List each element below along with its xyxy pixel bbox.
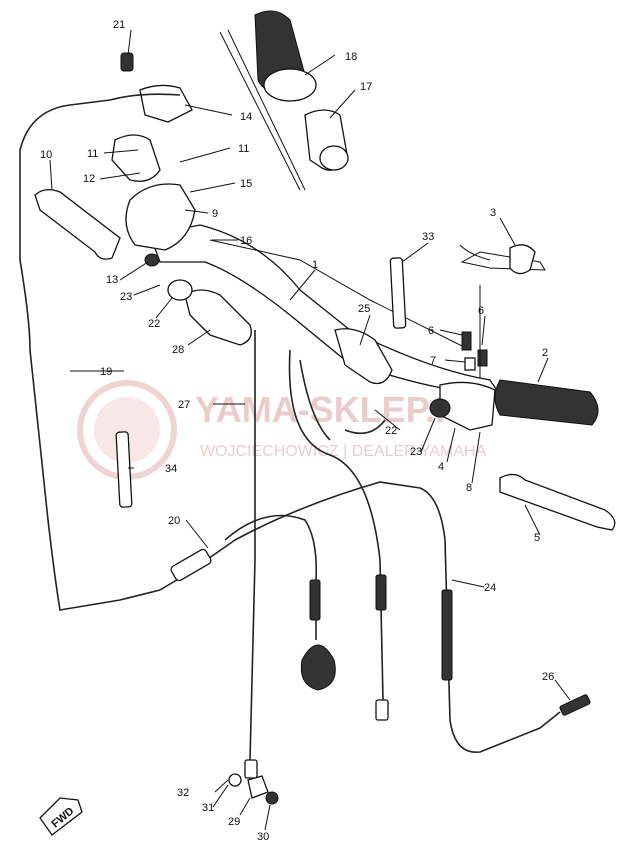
callout-34: 34 [165, 463, 177, 475]
callout-17: 17 [360, 81, 372, 93]
callout-21: 21 [113, 19, 125, 31]
callout-labels: 21 18 17 14 11 11 10 12 15 9 16 3 33 1 1… [40, 19, 554, 843]
callout-leaders [49, 29, 571, 831]
callout-16: 16 [240, 235, 252, 247]
callout-12: 12 [83, 173, 95, 185]
callout-27: 27 [178, 399, 190, 411]
watermark: YAMA-SKLEP.PL WOJCIECHOWICZ | DEALER YAM… [77, 380, 487, 480]
callout-3: 3 [490, 207, 496, 219]
callout-8: 8 [466, 482, 472, 494]
callout-28: 28 [172, 344, 184, 356]
cable-adjuster-20 [170, 548, 212, 582]
callout-31: 31 [202, 802, 214, 814]
callout-4: 4 [438, 461, 444, 473]
callout-32: 32 [177, 787, 189, 799]
callout-6b: 6 [428, 325, 434, 337]
callout-15: 15 [240, 178, 252, 190]
callout-24: 24 [484, 582, 496, 594]
callout-22b: 22 [385, 425, 397, 437]
callout-26: 26 [542, 671, 554, 683]
strap-33 [389, 257, 407, 329]
inset-switch [459, 244, 546, 378]
left-grip [144, 253, 252, 346]
callout-11b: 11 [238, 143, 249, 155]
callout-23b: 23 [410, 446, 422, 458]
cables [29, 330, 561, 761]
callout-29: 29 [228, 816, 240, 828]
fwd-arrow-icon: FWD [39, 797, 83, 836]
callout-23a: 23 [120, 291, 132, 303]
inset-grip [219, 10, 349, 191]
strap-34 [115, 431, 133, 508]
callout-7: 7 [430, 355, 436, 367]
callout-18: 18 [345, 51, 357, 63]
watermark-subtitle: WOJCIECHOWICZ | DEALER YAMAHA [200, 443, 487, 460]
callout-2: 2 [542, 347, 548, 359]
callout-6a: 6 [478, 305, 484, 317]
callout-22a: 22 [148, 318, 160, 330]
callout-14: 14 [240, 111, 252, 123]
callout-33: 33 [422, 231, 434, 243]
callout-1: 1 [312, 259, 318, 271]
right-grip-assembly [334, 328, 616, 531]
callout-10: 10 [40, 149, 52, 161]
callout-5: 5 [534, 532, 540, 544]
callout-11a: 11 [87, 148, 98, 160]
callout-30: 30 [257, 831, 269, 843]
handlebar [149, 224, 502, 396]
callout-13: 13 [106, 274, 118, 286]
callout-25: 25 [358, 303, 370, 315]
callout-19: 19 [100, 366, 112, 378]
left-lever-assembly [19, 52, 196, 351]
callout-20: 20 [168, 515, 180, 527]
cable-springs [244, 574, 591, 779]
small-hardware [228, 773, 279, 805]
callout-9: 9 [212, 208, 218, 220]
